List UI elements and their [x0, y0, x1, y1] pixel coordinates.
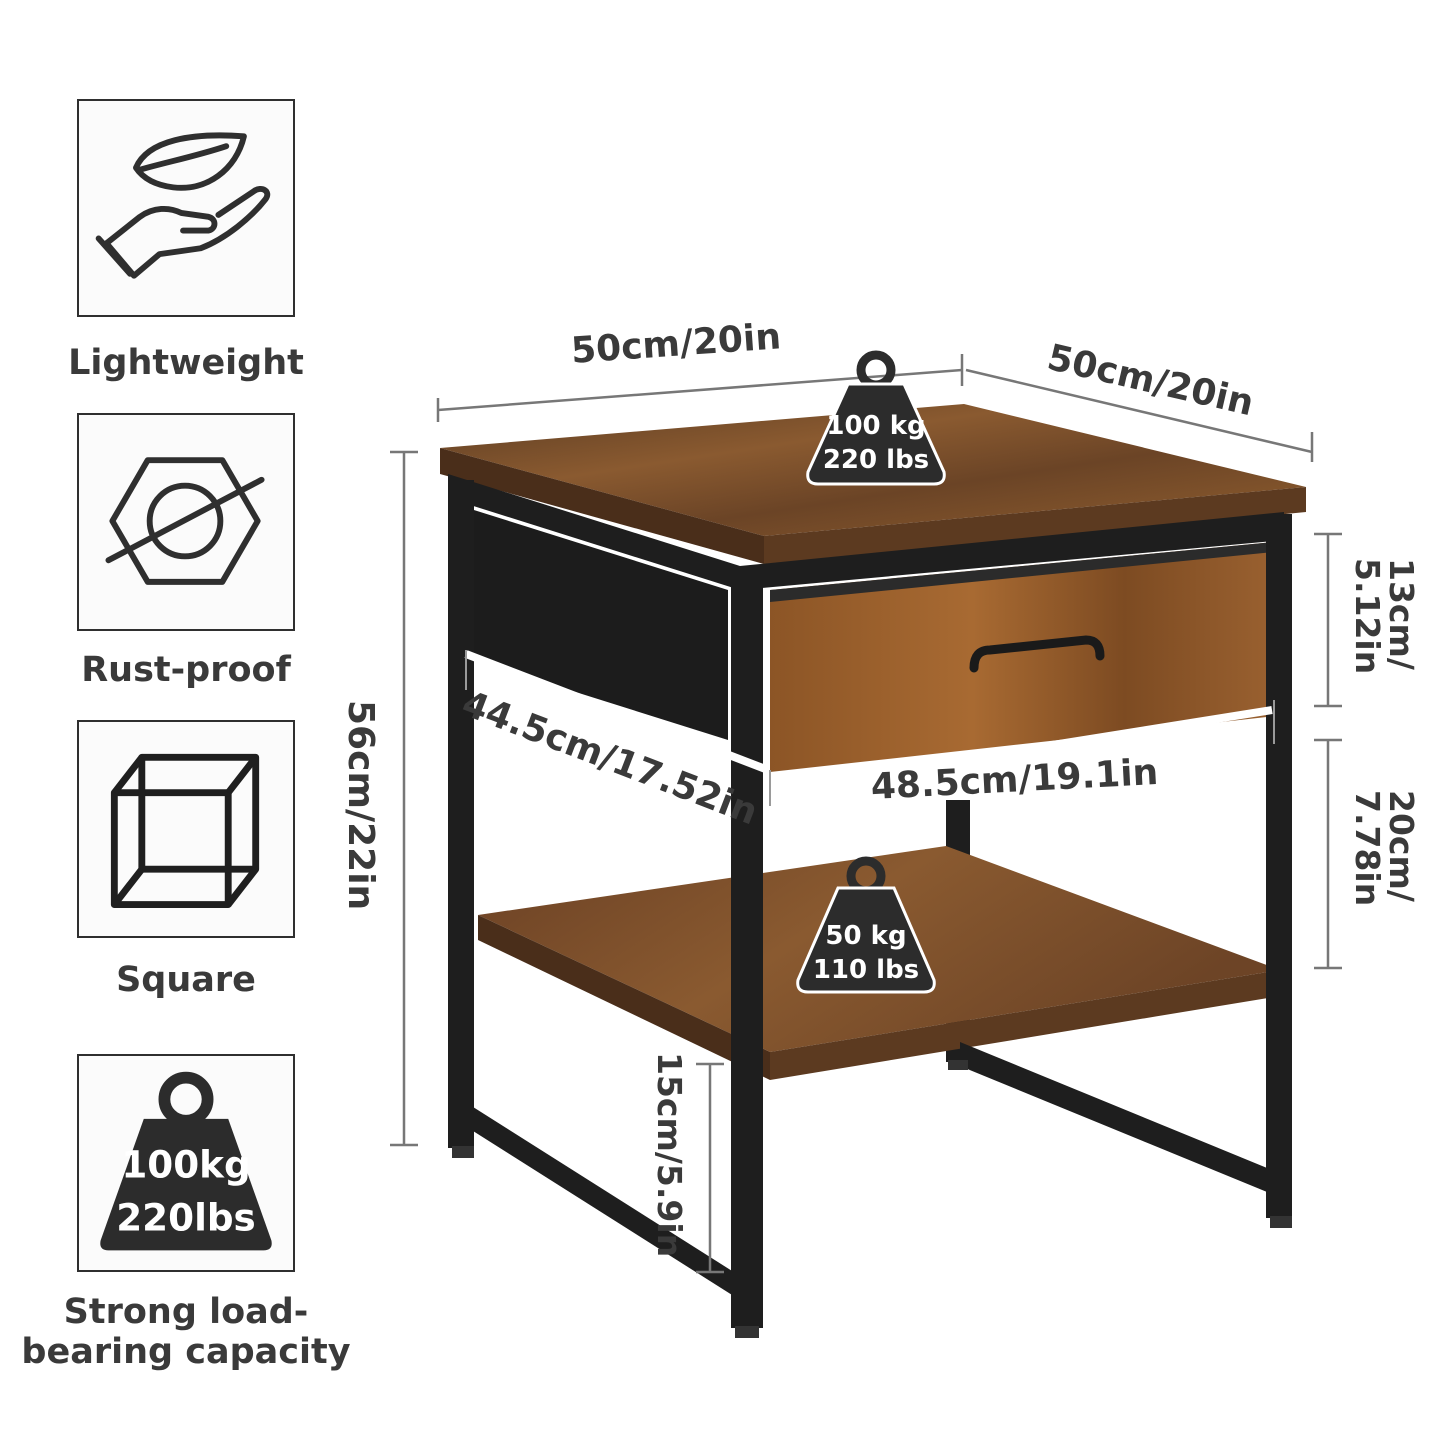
drawer-handle[interactable] [969, 635, 1105, 673]
feature-box-lightweight [77, 99, 295, 317]
feature-label-load-bearing: Strong load-bearing capacity [21, 1292, 351, 1372]
feature-box-rust-proof [77, 413, 295, 631]
fabric-side-panel [458, 505, 728, 740]
foot-left [452, 1146, 474, 1158]
weight-icon-lbs: 220lbs [116, 1196, 256, 1240]
hex-nut-crossed-icon [105, 457, 265, 585]
front-leg-center [731, 566, 763, 1328]
cube-icon [110, 753, 260, 909]
dim-shelf-gap: 20cm/ 7.78in [1348, 790, 1421, 907]
feature-box-load-bearing: 100kg 220lbs [77, 1054, 295, 1272]
feature-label-square: Square [116, 960, 256, 1000]
shelf-load-kg: 50 kg [825, 921, 906, 951]
tabletop-edge-left [440, 448, 764, 564]
lower-shelf-edge-left [478, 915, 770, 1080]
lower-shelf-edge-front [770, 970, 1280, 1080]
dim-drawer-height: 13cm/ 5.12in [1348, 558, 1421, 675]
bottom-rail-left [462, 1100, 740, 1300]
feature-label-lightweight: Lightweight [68, 343, 304, 383]
foot-center [735, 1326, 759, 1338]
foot-back [948, 1060, 968, 1070]
bottom-rail-back [960, 1042, 1272, 1194]
front-leg-left [448, 480, 474, 1148]
dim-total-height: 56cm/22in [340, 700, 381, 911]
frame-rail-front [740, 512, 1284, 590]
inner-dimension-outline [465, 650, 1275, 806]
weight-icon: 100kg 220lbs [100, 1071, 272, 1251]
front-leg-right [1266, 514, 1292, 1218]
drawer-top-fabric [770, 542, 1274, 602]
top-load-kg: 100 kg [826, 411, 925, 441]
top-load-badge: 100 kg 220 lbs [806, 350, 946, 486]
leaf-hand-icon [95, 132, 271, 279]
weight-icon-kg: 100kg [121, 1143, 250, 1187]
shelf-load-badge: 50 kg 110 lbs [796, 856, 936, 994]
feature-box-square [77, 720, 295, 938]
drawer-front[interactable] [770, 542, 1276, 772]
dimension-lines [390, 354, 1342, 1274]
foot-right [1270, 1216, 1292, 1228]
shelf-load-lbs: 110 lbs [813, 955, 919, 985]
feature-label-rust-proof: Rust-proof [81, 650, 291, 690]
frame-rail-left [448, 474, 740, 590]
top-load-lbs: 220 lbs [823, 445, 929, 475]
tabletop-edge-front [764, 487, 1306, 564]
dim-bottom-clearance: 15cm/5.9in [650, 1052, 689, 1258]
inner-dimension-lines [464, 650, 1273, 794]
